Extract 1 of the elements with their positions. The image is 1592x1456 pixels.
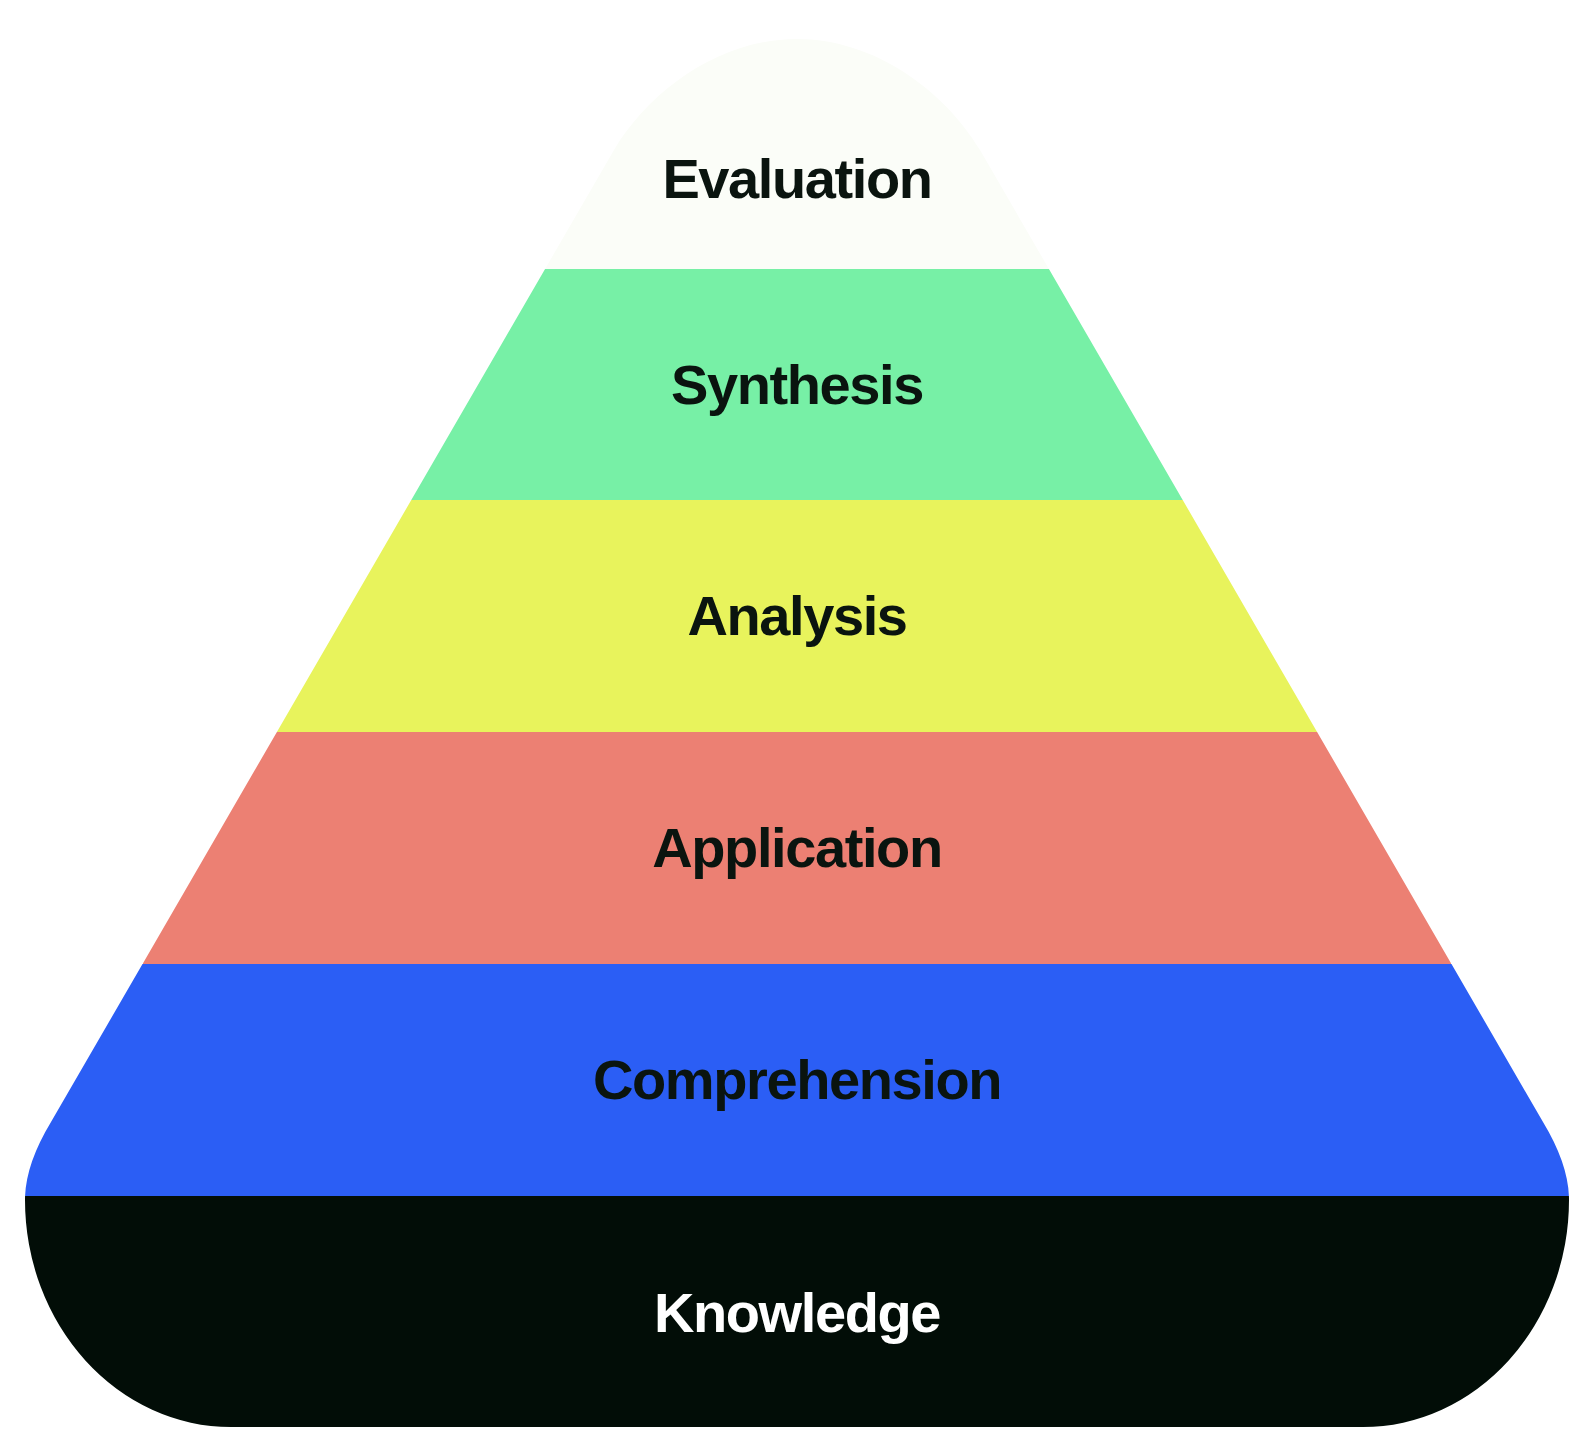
tier-label: Evaluation: [662, 150, 932, 207]
